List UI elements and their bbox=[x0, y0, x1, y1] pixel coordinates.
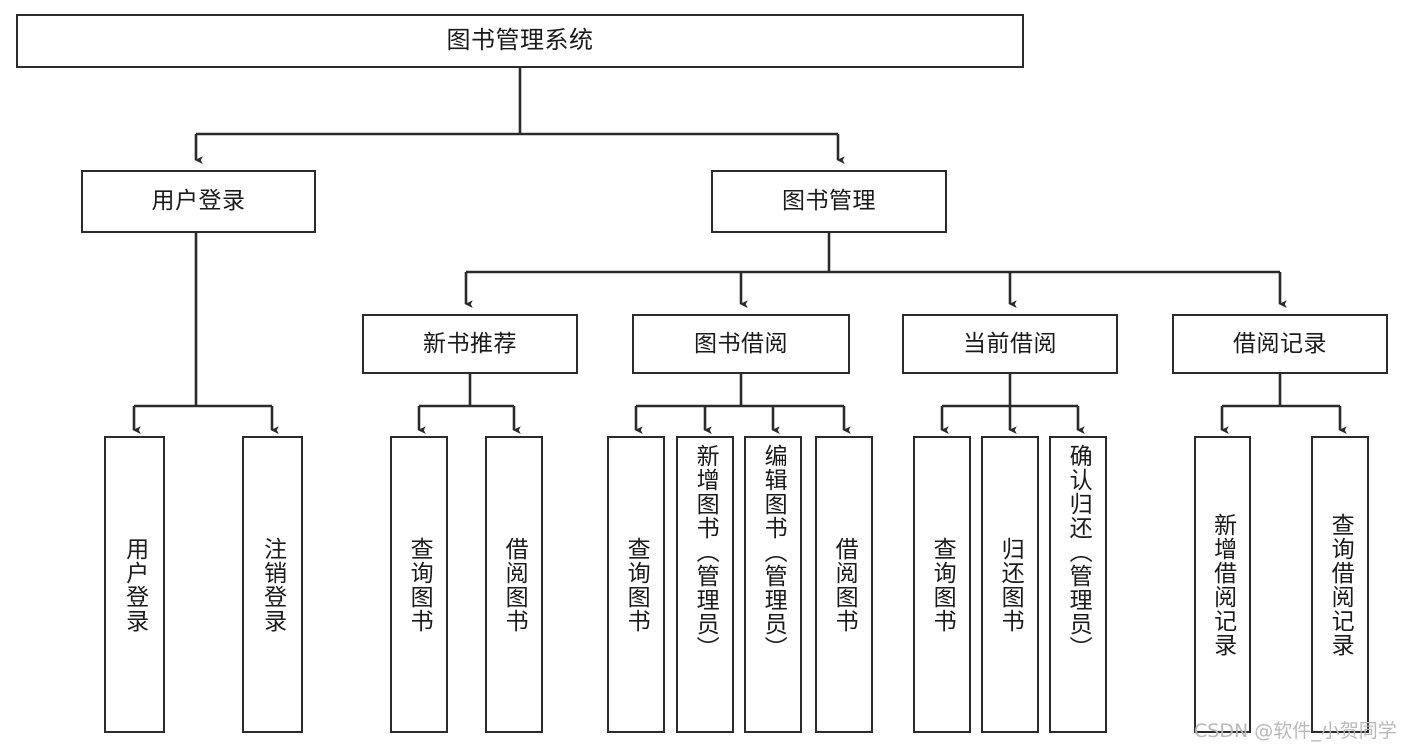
leaf-add-book-admin[interactable]: 新增图书（管理员） bbox=[676, 436, 734, 733]
node-label: 归还图书 bbox=[997, 536, 1024, 633]
node-label: 查询图书 bbox=[623, 536, 650, 633]
node-book-borrow[interactable]: 图书借阅 bbox=[632, 314, 850, 374]
node-new-book-recommendation[interactable]: 新书推荐 bbox=[362, 314, 578, 374]
node-label: 确认归还（管理员） bbox=[1065, 444, 1092, 660]
leaf-add-borrow-record[interactable]: 新增借阅记录 bbox=[1194, 436, 1251, 733]
node-label: 查询图书 bbox=[929, 536, 956, 633]
leaf-logout[interactable]: 注销登录 bbox=[242, 436, 303, 733]
leaf-return-book[interactable]: 归还图书 bbox=[981, 436, 1039, 733]
node-label: 注销登录 bbox=[259, 536, 286, 633]
node-user-login[interactable]: 用户登录 bbox=[81, 170, 316, 233]
node-label: 编辑图书（管理员） bbox=[760, 444, 787, 660]
leaf-borrow-book-recommend[interactable]: 借阅图书 bbox=[485, 436, 543, 733]
node-label: 新增借阅记录 bbox=[1209, 512, 1236, 657]
node-label: 图书管理系统 bbox=[446, 26, 594, 55]
node-label: 借阅记录 bbox=[1233, 330, 1327, 357]
node-label: 查询图书 bbox=[406, 536, 433, 633]
leaf-borrow-book[interactable]: 借阅图书 bbox=[815, 436, 873, 733]
leaf-edit-book-admin[interactable]: 编辑图书（管理员） bbox=[744, 436, 802, 733]
node-book-management[interactable]: 图书管理 bbox=[711, 170, 947, 233]
node-label: 借阅图书 bbox=[831, 536, 858, 633]
leaf-confirm-return-admin[interactable]: 确认归还（管理员） bbox=[1049, 436, 1107, 733]
leaf-query-book-borrow[interactable]: 查询图书 bbox=[607, 436, 665, 733]
leaf-query-book-recommend[interactable]: 查询图书 bbox=[390, 436, 448, 733]
node-label: 当前借阅 bbox=[963, 330, 1057, 357]
node-borrow-record[interactable]: 借阅记录 bbox=[1172, 314, 1388, 374]
node-label: 新增图书（管理员） bbox=[692, 444, 719, 660]
node-label: 新书推荐 bbox=[423, 330, 517, 357]
node-label: 借阅图书 bbox=[501, 536, 528, 633]
leaf-query-book-current[interactable]: 查询图书 bbox=[913, 436, 971, 733]
node-current-borrow[interactable]: 当前借阅 bbox=[902, 314, 1118, 374]
node-label: 用户登录 bbox=[121, 536, 148, 633]
node-root-book-management-system[interactable]: 图书管理系统 bbox=[16, 14, 1024, 68]
leaf-user-login[interactable]: 用户登录 bbox=[104, 436, 165, 733]
node-label: 用户登录 bbox=[151, 188, 246, 215]
leaf-query-borrow-record[interactable]: 查询借阅记录 bbox=[1311, 436, 1369, 733]
node-label: 图书借阅 bbox=[694, 330, 788, 357]
node-label: 查询借阅记录 bbox=[1327, 512, 1354, 657]
watermark-text: CSDN @软件_小贺同学 bbox=[1194, 720, 1397, 742]
node-label: 图书管理 bbox=[782, 188, 876, 215]
